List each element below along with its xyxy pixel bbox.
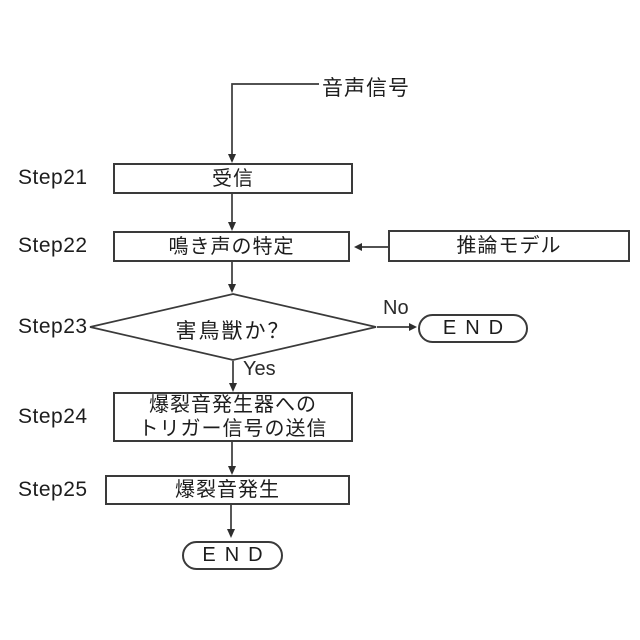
yes-branch-label: Yes: [243, 358, 276, 380]
step25-box: 爆裂音発生: [105, 475, 350, 505]
step23-diamond-label: 害鳥獣か？: [175, 320, 291, 343]
step24-box-label-line2: トリガー信号の送信: [138, 418, 328, 440]
end-bottom-label: END: [202, 544, 272, 566]
no-branch-label: No: [383, 297, 409, 319]
arrowhead-into-step25: [228, 466, 236, 475]
step-label-24: Step24: [18, 405, 88, 428]
step-label-23: Step23: [18, 315, 88, 338]
step21-box-label: 受信: [212, 167, 254, 190]
step-label-22: Step22: [18, 234, 88, 257]
arrowhead-into-step23: [228, 284, 236, 293]
end-terminal-right: END: [418, 314, 528, 343]
connector-input-to-step21: [231, 83, 319, 156]
decision-diamond: [89, 293, 377, 361]
arrowhead-into-step22-right: [354, 243, 362, 251]
arrowhead-into-step22: [228, 222, 236, 231]
arrowhead-into-step24: [229, 383, 237, 392]
step24-box: 爆裂音発生器への トリガー信号の送信: [113, 392, 353, 442]
step22-box-label: 鳴き声の特定: [168, 235, 295, 258]
step-label-25: Step25: [18, 478, 88, 501]
step24-box-label-line1: 爆裂音発生器への: [149, 394, 317, 416]
step21-box: 受信: [113, 163, 353, 194]
step22-box: 鳴き声の特定: [113, 231, 350, 262]
input-signal-label: 音声信号: [322, 77, 410, 100]
end-right-label: END: [442, 317, 513, 339]
arrowhead-into-end-right: [409, 323, 417, 331]
inference-model-label: 推論モデル: [456, 235, 562, 257]
arrowhead-into-step21: [228, 154, 236, 163]
inference-model-box: 推論モデル: [388, 230, 630, 262]
step-label-21: Step21: [18, 166, 88, 189]
arrowhead-into-end-bottom: [227, 529, 235, 538]
end-terminal-bottom: END: [182, 541, 283, 570]
step25-box-label: 爆裂音発生: [175, 479, 280, 501]
